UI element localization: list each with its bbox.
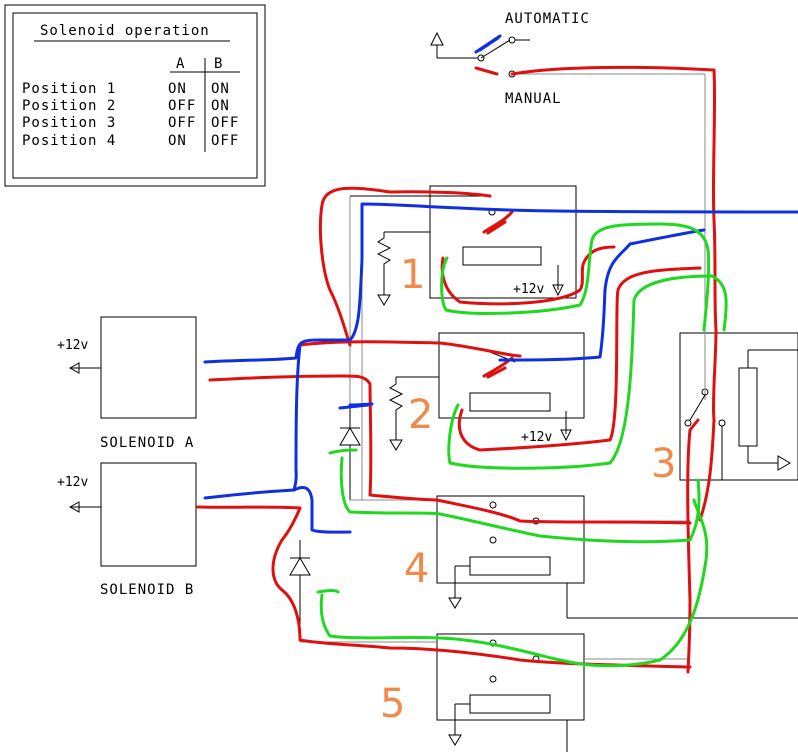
diode-icon xyxy=(289,557,311,576)
annotation-4: 4 xyxy=(404,546,429,592)
diode-a xyxy=(339,405,361,500)
resistor-icon xyxy=(388,377,404,440)
supply-arrow-icon xyxy=(68,501,80,513)
ground-icon xyxy=(389,439,403,451)
table-row-label: Position 2 xyxy=(22,98,116,114)
blue-traces xyxy=(203,34,798,534)
solenoid-a-supply: +12v xyxy=(57,338,88,353)
table-col-a: A xyxy=(176,56,185,72)
solenoid-b-supply: +12v xyxy=(57,475,88,490)
annotation-5: 5 xyxy=(380,681,405,727)
annotation-3: 3 xyxy=(651,441,676,487)
automatic-label: AUTOMATIC xyxy=(505,11,590,27)
solenoid-b: +12v SOLENOID B xyxy=(57,462,197,598)
table-cell-a: ON xyxy=(168,81,187,97)
solenoid-a: +12v SOLENOID A xyxy=(57,316,197,451)
table-cell-a: OFF xyxy=(168,115,196,131)
table-col-b: B xyxy=(214,56,223,72)
green-traces xyxy=(316,222,728,668)
relay-4 xyxy=(436,495,798,619)
ground-arrow-icon xyxy=(430,31,444,46)
ground-icon xyxy=(448,597,462,609)
solenoid-a-label: SOLENOID A xyxy=(100,435,194,451)
table-row-label: Position 1 xyxy=(22,81,116,97)
solenoid-operation-table: Solenoid operation A B Position 1 ON ON … xyxy=(4,4,266,187)
relay-3 xyxy=(679,332,798,481)
table-row-label: Position 3 xyxy=(22,115,116,131)
ground-arrow-icon xyxy=(777,455,791,471)
table-cell-b: ON xyxy=(211,81,230,97)
annotation-1: 1 xyxy=(400,252,425,298)
solenoid-b-label: SOLENOID B xyxy=(100,582,194,598)
table-title: Solenoid operation xyxy=(40,23,210,39)
supply-arrow-icon xyxy=(68,362,80,374)
resistor-icon xyxy=(376,232,392,295)
red-traces xyxy=(196,65,718,674)
table-cell-a: OFF xyxy=(168,98,196,114)
relay-1: +12v xyxy=(350,185,577,306)
annotations: 1 2 3 4 5 xyxy=(380,252,676,727)
relay-1-supply: +12v xyxy=(513,282,544,297)
table-cell-b: ON xyxy=(211,98,230,114)
table-row-label: Position 4 xyxy=(22,133,116,149)
diode-icon xyxy=(339,427,361,446)
relay-2: +12v xyxy=(388,332,585,451)
relay-5 xyxy=(436,633,585,752)
table-cell-a: ON xyxy=(168,133,187,149)
annotation-2: 2 xyxy=(408,392,433,438)
table-cell-b: OFF xyxy=(211,133,239,149)
ground-icon xyxy=(377,294,391,306)
ground-icon xyxy=(448,734,462,746)
relay-2-supply: +12v xyxy=(521,430,552,445)
manual-label: MANUAL xyxy=(505,91,562,107)
table-cell-b: OFF xyxy=(211,115,239,131)
